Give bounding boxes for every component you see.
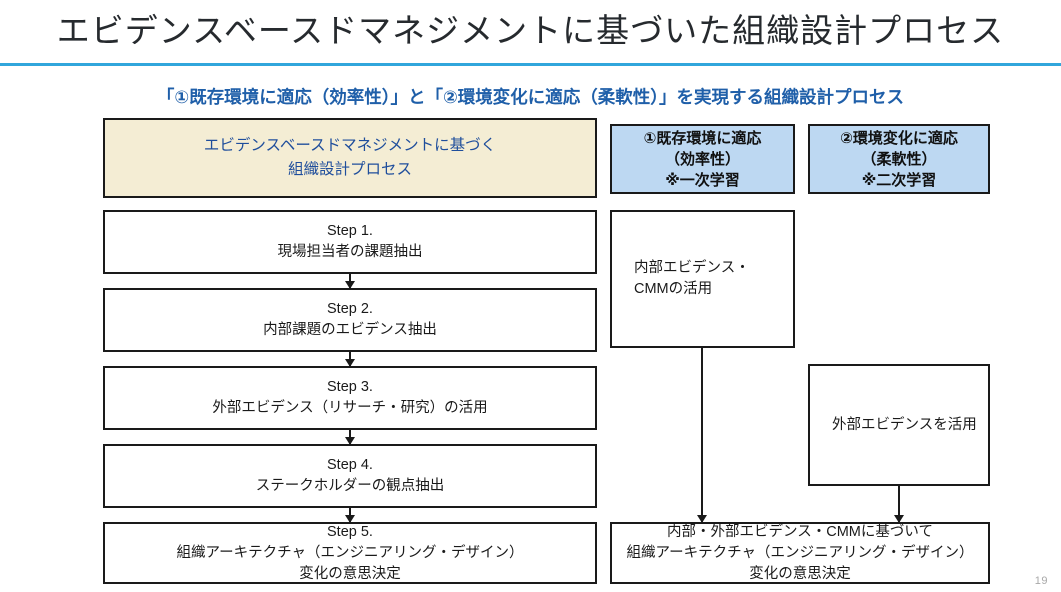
right-header-box-2-line3: ※二次学習 [861, 171, 937, 189]
internal-evidence-box-text: 内部エビデンス・ CMMの活用 [612, 258, 793, 300]
internal-evidence-box-line2: CMMの活用 [634, 281, 713, 297]
step-box-3: Step 3. 外部エビデンス（リサーチ・研究）の活用 [103, 366, 597, 430]
step-box-5-label: Step 5. [327, 523, 373, 540]
step-box-5-line1: 組織アーキテクチャ（エンジニアリング・デザイン） [176, 544, 524, 561]
step-box-1-text: Step 1. 現場担当者の課題抽出 [105, 221, 595, 263]
step-box-3-text: Step 3. 外部エビデンス（リサーチ・研究）の活用 [105, 377, 595, 419]
left-header-box-text: エビデンスベースドマネジメントに基づく 組織設計プロセス [105, 134, 595, 182]
step-box-5: Step 5. 組織アーキテクチャ（エンジニアリング・デザイン） 変化の意思決定 [103, 522, 597, 584]
step-box-5-text: Step 5. 組織アーキテクチャ（エンジニアリング・デザイン） 変化の意思決定 [105, 522, 595, 585]
step-box-4: Step 4. ステークホルダーの観点抽出 [103, 444, 597, 508]
summary-box-line3: 変化の意思決定 [749, 565, 851, 582]
right-header-box-1-text: ①既存環境に適応 （効率性） ※一次学習 [612, 128, 793, 191]
right-header-box-2: ②環境変化に適応 （柔軟性） ※二次学習 [808, 124, 990, 194]
summary-box: 内部・外部エビデンス・CMMに基づいて 組織アーキテクチャ（エンジニアリング・デ… [610, 522, 990, 584]
step-box-1-label: Step 1. [327, 223, 373, 239]
summary-box-text: 内部・外部エビデンス・CMMに基づいて 組織アーキテクチャ（エンジニアリング・デ… [612, 522, 988, 585]
right-header-box-1-line1: ①既存環境に適応 [643, 129, 762, 147]
title-divider-rule [0, 63, 1061, 66]
step-box-2-label: Step 2. [327, 301, 373, 317]
summary-box-line1: 内部・外部エビデンス・CMMに基づいて [667, 523, 933, 540]
left-header-box-line2: 組織設計プロセス [287, 161, 412, 178]
page-subtitle: 「①既存環境に適応（効率性）」と「②環境変化に適応（柔軟性）」を実現する組織設計… [156, 87, 905, 107]
external-evidence-box-line1: 外部エビデンスを活用 [832, 416, 977, 433]
arrow-step2-to-step3 [349, 352, 351, 366]
step-box-3-line1: 外部エビデンス（リサーチ・研究）の活用 [212, 400, 488, 416]
step-box-5-line2: 変化の意思決定 [299, 565, 401, 582]
step-box-4-label: Step 4. [327, 457, 373, 473]
external-evidence-box-text: 外部エビデンスを活用 [810, 415, 988, 436]
left-header-box-line1: エビデンスベースドマネジメントに基づく [203, 137, 497, 154]
step-box-1-line1: 現場担当者の課題抽出 [277, 244, 423, 260]
page-number: 19 [1034, 575, 1048, 587]
step-box-4-line1: ステークホルダーの観点抽出 [255, 478, 445, 494]
step-box-2-text: Step 2. 内部課題のエビデンス抽出 [105, 299, 595, 341]
external-evidence-box: 外部エビデンスを活用 [808, 364, 990, 486]
right-header-box-2-line1: ②環境変化に適応 [840, 129, 958, 147]
arrow-external-to-summary [898, 486, 900, 522]
step-box-3-label: Step 3. [327, 379, 373, 395]
arrow-step3-to-step4 [349, 430, 351, 444]
right-header-box-1-line2: （効率性） [664, 150, 740, 168]
right-header-box-2-line2: （柔軟性） [861, 150, 937, 168]
arrow-step4-to-step5 [349, 508, 351, 522]
step-box-1: Step 1. 現場担当者の課題抽出 [103, 210, 597, 274]
step-box-2-line1: 内部課題のエビデンス抽出 [263, 322, 437, 338]
internal-evidence-box: 内部エビデンス・ CMMの活用 [610, 210, 795, 348]
step-box-2: Step 2. 内部課題のエビデンス抽出 [103, 288, 597, 352]
step-box-4-text: Step 4. ステークホルダーの観点抽出 [105, 455, 595, 497]
right-header-box-2-text: ②環境変化に適応 （柔軟性） ※二次学習 [810, 128, 988, 191]
summary-box-line2: 組織アーキテクチャ（エンジニアリング・デザイン） [626, 544, 974, 561]
left-header-box: エビデンスベースドマネジメントに基づく 組織設計プロセス [103, 118, 597, 198]
arrow-step1-to-step2 [349, 274, 351, 288]
page-title: エビデンスベースドマネジメントに基づいた組織設計プロセス [56, 12, 1005, 49]
internal-evidence-box-line1: 内部エビデンス・ [634, 260, 750, 276]
right-header-box-1-line3: ※一次学習 [665, 171, 740, 189]
right-header-box-1: ①既存環境に適応 （効率性） ※一次学習 [610, 124, 795, 194]
arrow-internal-to-summary [701, 348, 703, 522]
